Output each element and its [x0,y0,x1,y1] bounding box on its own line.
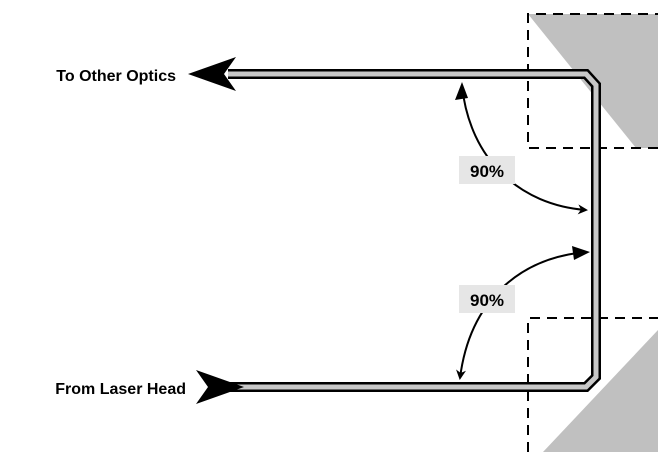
angle-arc-bottom [456,251,587,380]
beam-path-outline [228,69,601,392]
label-from-laser-head: From Laser Head [55,381,186,398]
label-to-other-optics: To Other Optics [56,68,176,85]
beam-path [228,71,599,390]
angle-arc-bottom-start-head [572,246,590,260]
output-arrowhead [188,57,236,91]
angle-label-top-bg [459,156,515,184]
bottom-mirror [543,330,658,452]
top-mirror-mount [527,13,658,149]
angle-label-top: 90% [470,162,504,181]
angle-label-bottom: 90% [470,291,504,310]
input-arrowhead [196,370,244,404]
angle-label-bottom-bg [459,285,515,313]
angle-arc-top-start-head [455,82,468,100]
